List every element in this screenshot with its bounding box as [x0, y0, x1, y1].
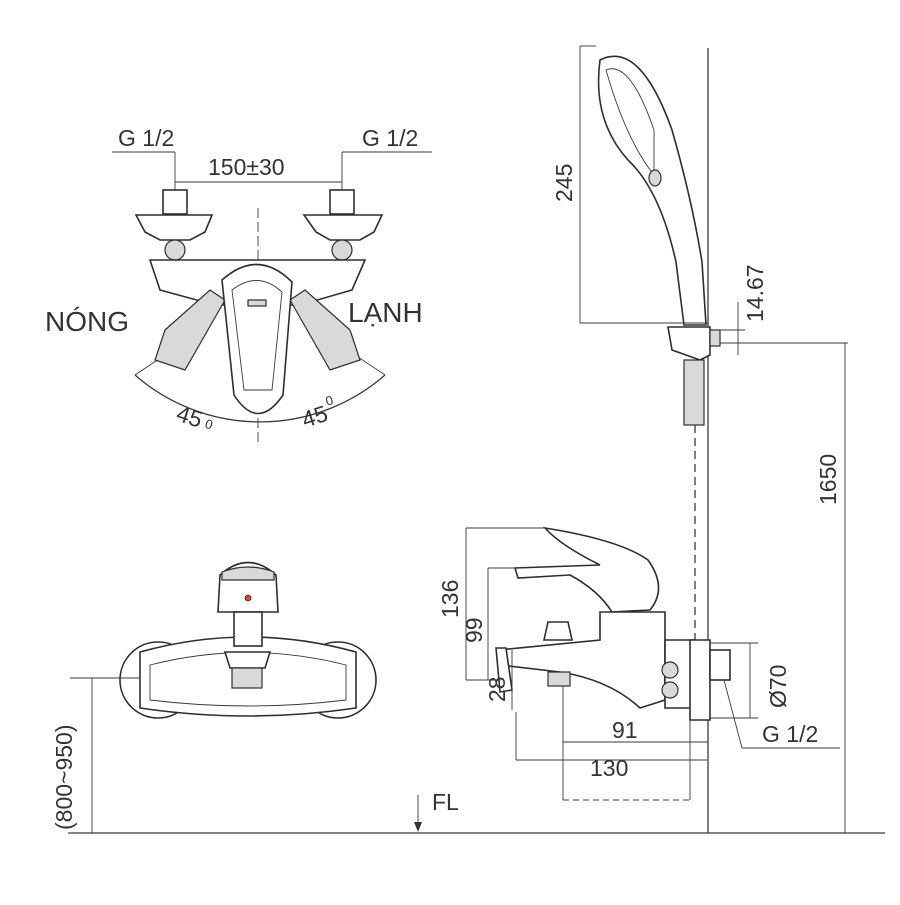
- holder-offset-label: 14.67: [742, 264, 768, 322]
- side-lever: [513, 526, 660, 613]
- side-diverter: [543, 621, 573, 641]
- hot-label: NÓNG: [45, 306, 129, 337]
- right-flange: [302, 214, 384, 241]
- spout-reach-long-label: 130: [590, 755, 628, 781]
- angle-label-left: 45: [173, 400, 205, 433]
- holder-fixing: [709, 329, 721, 347]
- floor-arrow-icon: [414, 822, 422, 832]
- cold-label: LẠNH: [348, 297, 423, 328]
- floor: FL: [68, 789, 885, 834]
- shower-button-icon: [648, 169, 662, 187]
- left-flange: [134, 214, 214, 241]
- front-lever-top: [221, 566, 275, 581]
- front-body-inner: [149, 652, 347, 707]
- flange-diameter-label: Ø70: [765, 665, 791, 708]
- angle-arc: [134, 374, 386, 423]
- front-aerator: [231, 667, 263, 689]
- hot-cold-indicator-icon: [244, 594, 252, 602]
- side-body: [497, 611, 666, 709]
- front-neck: [233, 611, 263, 647]
- lever-logo: [247, 299, 267, 307]
- holder-height-label: 1650: [815, 454, 841, 505]
- handle-cold-position: [289, 289, 361, 371]
- thread-label-right: G 1/2: [362, 125, 418, 151]
- floor-label: FL: [432, 789, 459, 815]
- degree-left: 0: [203, 416, 215, 433]
- thread-label-left: G 1/2: [118, 125, 174, 151]
- lever-inner: [231, 280, 283, 391]
- mounting-height-label: (800~950): [51, 725, 77, 831]
- front-view: (800~950): [51, 561, 377, 833]
- hand-shower: [597, 55, 707, 326]
- handle-hot-position: [154, 289, 226, 371]
- leader-wall-thread: [723, 679, 840, 749]
- spacing-label: 150±30: [208, 154, 285, 180]
- side-eccentric-nut: [661, 661, 679, 679]
- side-eccentric-nut-2: [661, 681, 679, 699]
- shower-holder: [667, 326, 711, 361]
- front-spout: [223, 651, 272, 669]
- side-wall-pipe: [709, 649, 731, 681]
- lever-height-label: 99: [461, 617, 487, 643]
- mixer-height-label: 136: [437, 580, 463, 618]
- side-flange: [689, 639, 711, 721]
- spout-outlet-label: 28: [484, 676, 510, 702]
- side-diverter-base: [547, 671, 571, 687]
- handshower-length-label: 245: [551, 164, 577, 202]
- left-eccentric: [164, 239, 186, 261]
- left-nut: [162, 189, 188, 215]
- hose-spring: [683, 359, 705, 426]
- thread-label-wall: G 1/2: [762, 721, 818, 747]
- spout-reach-short-label: 91: [612, 717, 638, 743]
- top-view: G 1/2 G 1/2 150±30 NÓNG LẠNH 45 0 45 0: [45, 125, 432, 445]
- lever-center: [221, 263, 293, 415]
- side-view: 245 14.67 1650 136 99 28: [437, 45, 848, 833]
- degree-right: 0: [324, 392, 336, 409]
- right-nut: [329, 189, 355, 215]
- right-eccentric: [331, 239, 353, 261]
